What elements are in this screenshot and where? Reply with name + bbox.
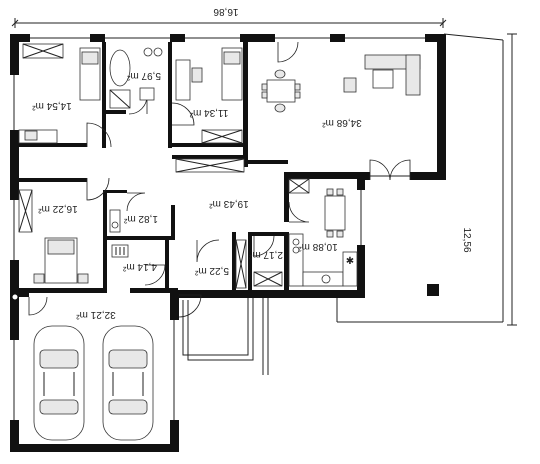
room-label-pantry: 2,17 m² xyxy=(248,249,283,260)
right-dimension: 12,56 xyxy=(461,33,517,326)
top-dimension: 16,86 xyxy=(11,6,447,28)
width-dimension-label: 16,86 xyxy=(213,6,238,17)
fridge-icon: ✱ xyxy=(346,256,354,267)
furniture: ✱ xyxy=(18,43,421,441)
room-label-hall: 19,43 m² xyxy=(209,198,249,209)
room-label-toilet: 1,82 m² xyxy=(123,213,158,224)
room-label-bathroom: 5,97 m² xyxy=(126,70,161,81)
terrace-column xyxy=(427,284,439,296)
entrance-path xyxy=(182,298,269,375)
windows xyxy=(10,34,425,420)
terrace xyxy=(336,33,504,323)
room-label-bedroom-top-middle: 11,34 m² xyxy=(189,107,228,118)
armchair xyxy=(343,77,357,93)
room-label-living-room: 34,68 m² xyxy=(322,117,362,128)
interior-walls xyxy=(11,42,289,301)
room-label-wardrobe: 5,22 m² xyxy=(194,265,229,276)
car-icon xyxy=(33,325,85,441)
depth-dimension-label: 12,56 xyxy=(461,227,472,252)
kitchen-table xyxy=(324,195,346,231)
boiler xyxy=(111,244,129,258)
dining-table xyxy=(266,79,296,103)
room-label-kitchen: 10,88 m² xyxy=(298,241,338,252)
room-labels: 14,54 m² 5,97 m² 11,34 m² 34,68 m² 16,22… xyxy=(32,70,362,320)
room-label-garage: 32,21 m² xyxy=(76,309,116,320)
car-icon xyxy=(102,325,154,441)
room-label-bedroom-left: 16,22 m² xyxy=(38,203,78,214)
bathtub xyxy=(109,49,131,87)
room-label-bedroom-top-left: 14,54 m² xyxy=(32,100,72,111)
room-label-boiler-room: 4,14 m² xyxy=(122,261,157,272)
